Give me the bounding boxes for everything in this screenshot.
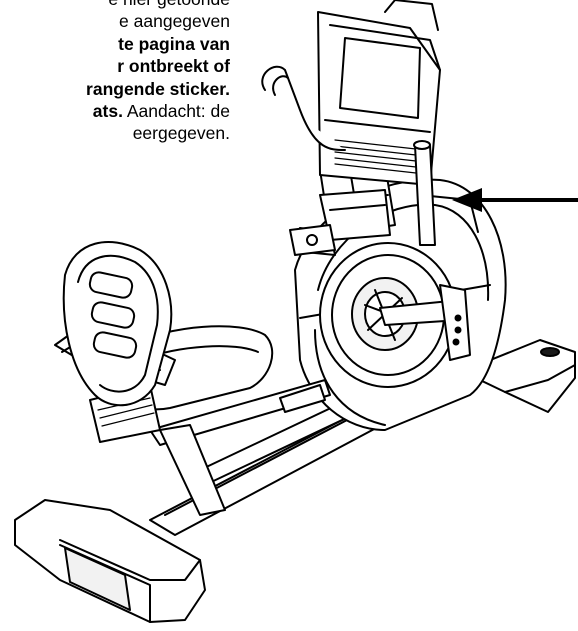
instruction-line-5: rangende sticker. xyxy=(86,78,230,99)
rear-stabilizer xyxy=(14,499,206,623)
instruction-line-4: r ontbreekt of xyxy=(117,56,230,77)
instruction-line-2: e aangegeven xyxy=(119,11,230,32)
instruction-line-7: eergegeven. xyxy=(132,123,230,144)
flywheel xyxy=(319,242,471,388)
instruction-line-3: te pagina van xyxy=(118,33,230,54)
front-handlebars xyxy=(261,65,436,246)
seat-backrest xyxy=(62,241,173,407)
instruction-line-1: e hier getoonde xyxy=(0,0,230,10)
instruction-line-6: ats. Aandacht: de xyxy=(92,101,230,122)
pedal-left xyxy=(289,224,336,256)
seat-post xyxy=(149,379,331,516)
console-display xyxy=(317,0,441,186)
front-stabilizer xyxy=(477,339,576,413)
instruction-text: e hier getoonde e aangegeven te pagina v… xyxy=(0,0,230,145)
